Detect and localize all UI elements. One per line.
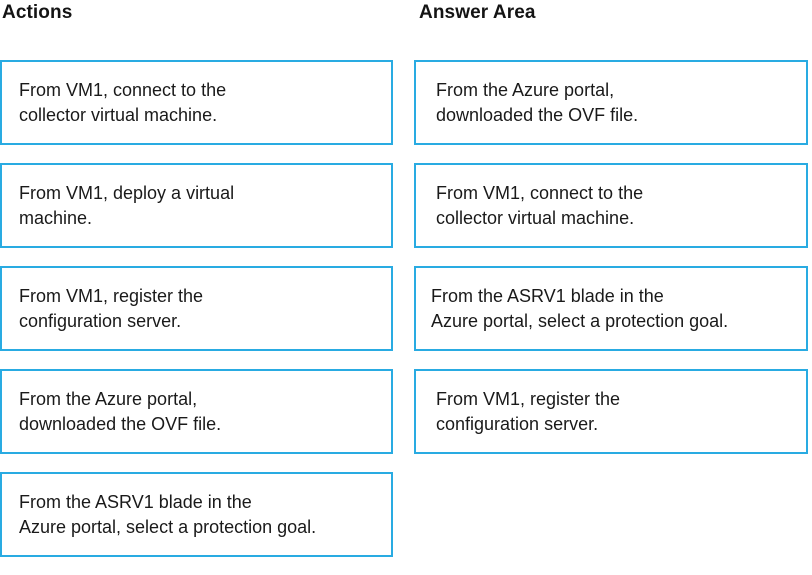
answer-card-text: From VM1, connect to the collector virtu… (436, 182, 644, 228)
action-card-text: From the ASRV1 blade in the Azure portal… (19, 491, 317, 537)
answer-card[interactable]: From the Azure portal, downloaded the OV… (414, 60, 808, 145)
drag-and-drop-exercise: Actions From VM1, connect to the collect… (0, 2, 808, 557)
action-card[interactable]: From VM1, deploy a virtual machine. (0, 163, 393, 248)
answer-card[interactable]: From the ASRV1 blade in the Azure portal… (414, 266, 808, 351)
action-card[interactable]: From VM1, connect to the collector virtu… (0, 60, 393, 145)
action-card-text: From VM1, deploy a virtual machine. (19, 182, 235, 228)
action-card[interactable]: From VM1, register the configuration ser… (0, 266, 393, 351)
answer-card-text: From the ASRV1 blade in the Azure portal… (431, 285, 729, 331)
answer-area-card-stack: From the Azure portal, downloaded the OV… (414, 60, 808, 472)
answer-area-heading: Answer Area (419, 2, 536, 23)
answer-card[interactable]: From VM1, register the configuration ser… (414, 369, 808, 454)
answer-card-text: From the Azure portal, downloaded the OV… (436, 79, 639, 125)
answer-card-text: From VM1, register the configuration ser… (436, 388, 621, 434)
action-card[interactable]: From the ASRV1 blade in the Azure portal… (0, 472, 393, 557)
action-card-text: From VM1, register the configuration ser… (19, 285, 204, 331)
action-card-text: From VM1, connect to the collector virtu… (19, 79, 227, 125)
action-card[interactable]: From the Azure portal, downloaded the OV… (0, 369, 393, 454)
actions-heading: Actions (2, 2, 73, 23)
actions-card-stack: From VM1, connect to the collector virtu… (0, 60, 393, 575)
answer-card[interactable]: From VM1, connect to the collector virtu… (414, 163, 808, 248)
action-card-text: From the Azure portal, downloaded the OV… (19, 388, 222, 434)
